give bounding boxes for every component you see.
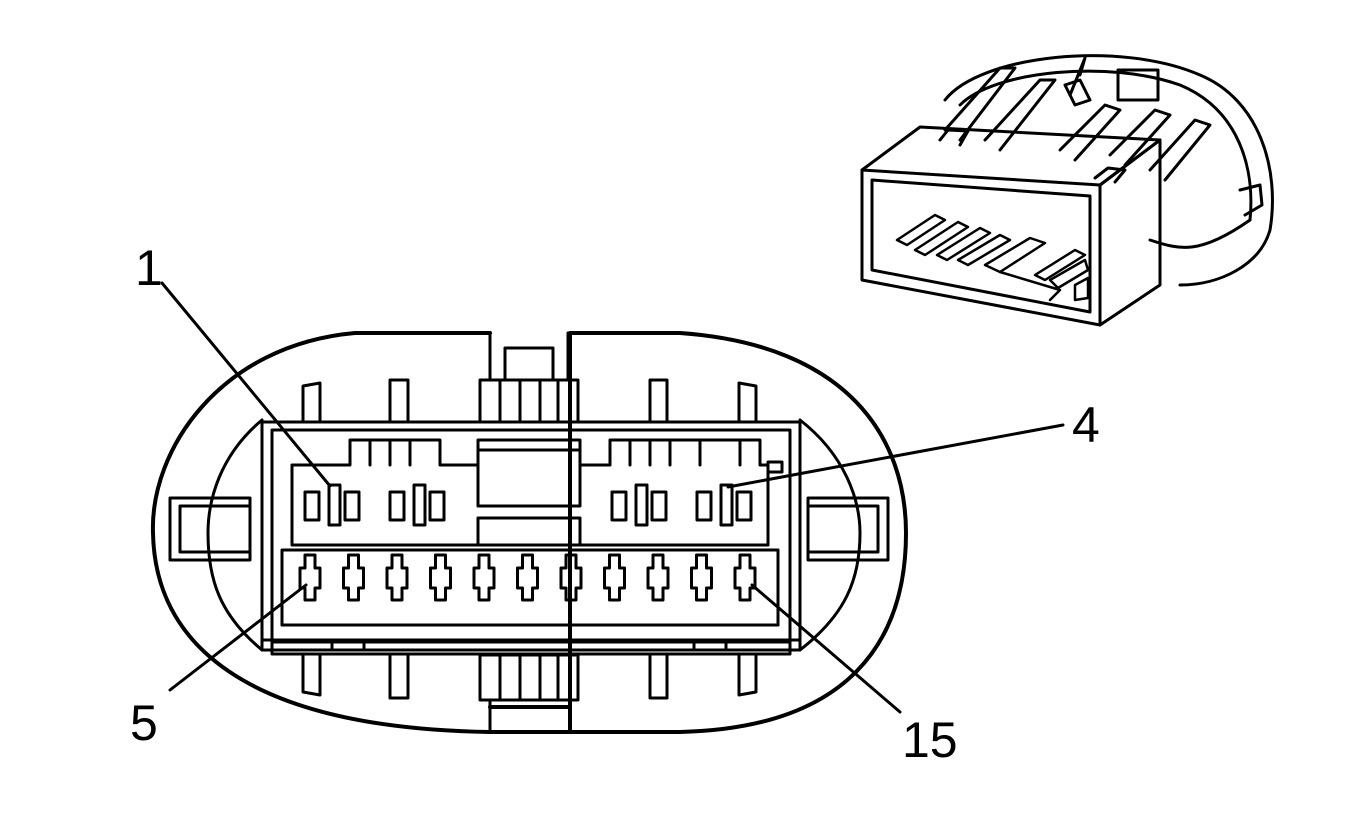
right-side-tab [806, 496, 890, 562]
leader-pin-4 [726, 423, 1065, 489]
top-latch [478, 331, 580, 424]
outer-seal-outline [150, 331, 908, 734]
leader-pin-15 [750, 583, 902, 714]
leader-pin-1 [160, 281, 332, 488]
connector-body [260, 420, 802, 656]
connector-isometric-view [860, 54, 1274, 327]
leader-pin-5 [168, 583, 308, 692]
iso-rear-seal [943, 54, 1274, 287]
lower-pin [646, 553, 670, 602]
lower-pin [516, 553, 539, 602]
callout-pin-4: 4 [1072, 397, 1100, 453]
lower-pin [385, 553, 409, 602]
left-side-tab [168, 496, 252, 562]
lower-pins [298, 553, 757, 602]
inner-seal-arc [206, 418, 862, 652]
bottom-latch [478, 653, 580, 734]
lower-pin [603, 553, 626, 602]
lower-pin [342, 553, 365, 602]
iso-pins [895, 213, 1090, 302]
lower-pin [429, 553, 452, 602]
lower-terminal-row [280, 548, 780, 627]
callout-leaders [160, 281, 1065, 714]
lower-pin [298, 553, 322, 602]
top-locking-fingers [301, 378, 758, 424]
lower-pin [733, 553, 757, 602]
upper-pins [303, 483, 753, 527]
connector-face-view [150, 331, 908, 734]
callout-pin-1: 1 [135, 240, 163, 296]
lower-pin [559, 553, 583, 602]
bottom-locking-fingers [301, 653, 758, 700]
lower-pin [472, 553, 496, 602]
callout-pin-15: 15 [902, 712, 958, 768]
upper-terminal-block [290, 438, 784, 547]
callout-pin-5: 5 [130, 695, 158, 751]
lower-pin [690, 553, 713, 602]
